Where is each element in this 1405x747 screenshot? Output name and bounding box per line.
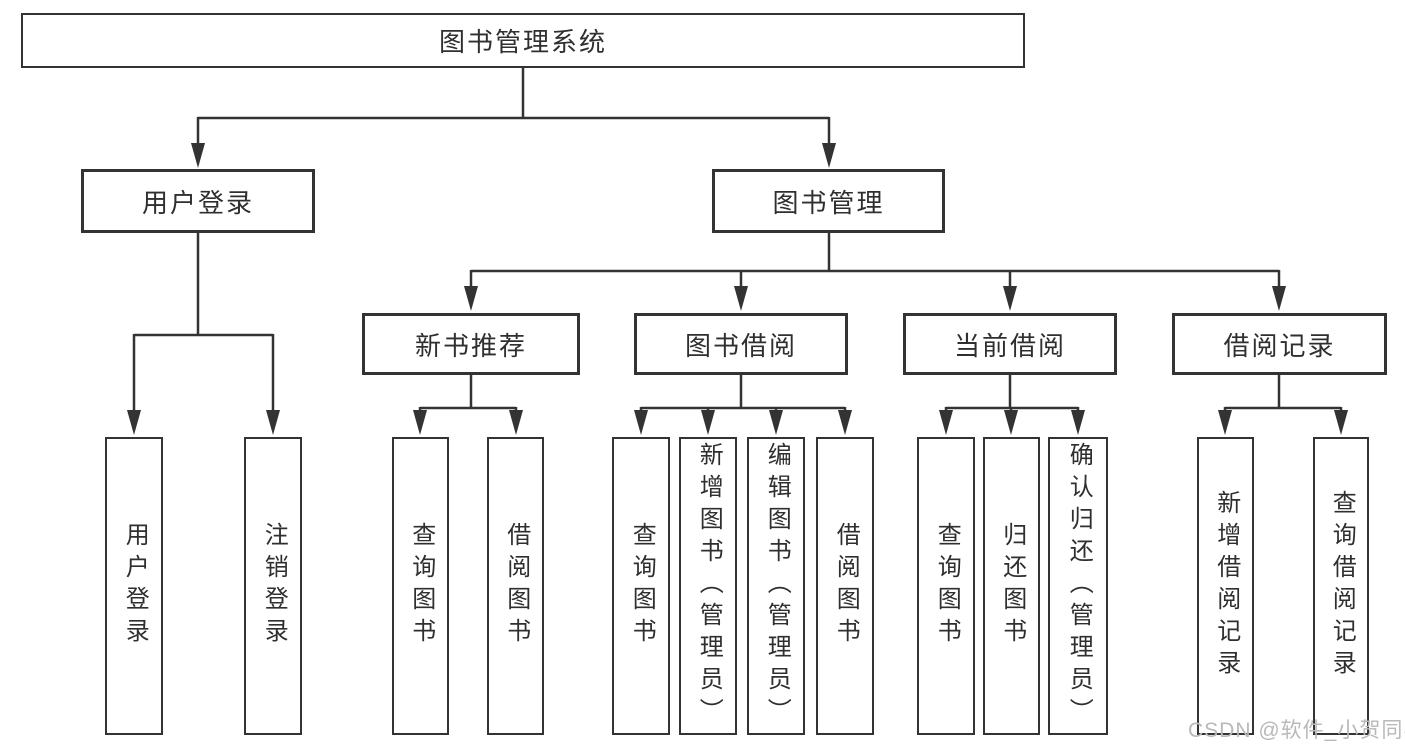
node-book-borrowing-label: 图书借阅 xyxy=(684,330,797,361)
connector-new-book-to-leaves xyxy=(418,375,518,414)
connector-book-borrow-to-leaves xyxy=(639,375,847,414)
node-current-return-books-label: 归还图书 xyxy=(998,522,1026,650)
node-borrowing-query-books: 查询图书 xyxy=(612,437,670,735)
node-login: 用户登录 xyxy=(105,437,163,735)
node-borrowing-add-books-admin: 新增图书（管理员） xyxy=(679,437,737,735)
connector-current-borrow-to-leaves xyxy=(944,375,1080,414)
arrowheads-leaves xyxy=(413,410,1348,435)
node-current-return-books: 归还图书 xyxy=(983,437,1040,735)
connector-borrow-record-to-leaves xyxy=(1223,375,1343,414)
node-borrowing-query-books-label: 查询图书 xyxy=(628,522,656,650)
node-current-confirm-return-admin-label: 确认归还（管理员） xyxy=(1065,442,1093,730)
connector-book-mgmt-to-level3 xyxy=(469,233,1281,290)
node-login-label: 用户登录 xyxy=(121,522,149,650)
node-borrowing-edit-books-admin-label: 编辑图书（管理员） xyxy=(763,442,791,730)
node-recommend-borrow-books: 借阅图书 xyxy=(487,437,544,735)
node-current-query-books-label: 查询图书 xyxy=(933,522,961,650)
node-borrowing-add-books-admin-label: 新增图书（管理员） xyxy=(695,442,723,730)
node-current-borrowing-label: 当前借阅 xyxy=(953,330,1066,361)
node-new-book-recommend: 新书推荐 xyxy=(362,313,580,375)
node-records-add-record-label: 新增借阅记录 xyxy=(1212,490,1240,682)
node-recommend-query-books: 查询图书 xyxy=(392,437,449,735)
csdn-watermark: CSDN @软件_小贺同学 xyxy=(1188,719,1405,742)
connector-root-to-level2 xyxy=(196,68,831,147)
node-recommend-borrow-books-label: 借阅图书 xyxy=(502,522,530,650)
node-current-query-books: 查询图书 xyxy=(917,437,975,735)
node-records-query-record-label: 查询借阅记录 xyxy=(1328,490,1356,682)
node-logout-label: 注销登录 xyxy=(260,522,288,650)
node-current-borrowing: 当前借阅 xyxy=(903,313,1117,375)
node-borrowing-borrow-books: 借阅图书 xyxy=(816,437,874,735)
arrowheads-level3 xyxy=(464,286,1286,311)
node-book-management: 图书管理 xyxy=(712,169,945,233)
node-borrowing-records: 借阅记录 xyxy=(1172,313,1387,375)
connector-user-login-to-leaves xyxy=(132,233,275,414)
node-records-query-record: 查询借阅记录 xyxy=(1313,437,1369,735)
node-user-login-label: 用户登录 xyxy=(141,187,254,218)
node-records-add-record: 新增借阅记录 xyxy=(1197,437,1254,735)
node-borrowing-edit-books-admin: 编辑图书（管理员） xyxy=(747,437,805,735)
node-borrowing-records-label: 借阅记录 xyxy=(1223,330,1336,361)
node-current-confirm-return-admin: 确认归还（管理员） xyxy=(1048,437,1108,735)
node-borrowing-borrow-books-label: 借阅图书 xyxy=(832,522,860,650)
node-book-borrowing: 图书借阅 xyxy=(634,313,848,375)
node-user-login: 用户登录 xyxy=(81,169,315,233)
node-library-system: 图书管理系统 xyxy=(21,13,1025,68)
node-library-system-label: 图书管理系统 xyxy=(438,27,607,57)
node-recommend-query-books-label: 查询图书 xyxy=(407,522,435,650)
node-book-management-label: 图书管理 xyxy=(772,187,885,218)
arrowheads-user-login-leaves xyxy=(127,410,280,435)
arrowheads-level2 xyxy=(191,143,836,168)
node-new-book-recommend-label: 新书推荐 xyxy=(414,330,527,361)
node-logout: 注销登录 xyxy=(244,437,302,735)
